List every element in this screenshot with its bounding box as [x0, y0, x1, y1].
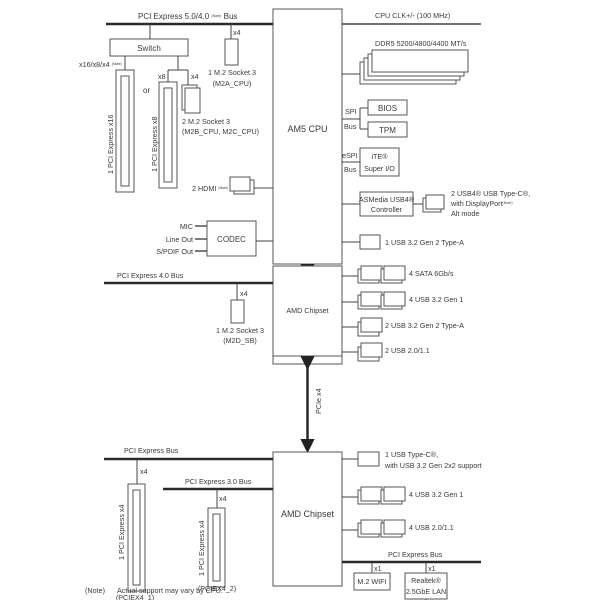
- pciex4-2-name: (PCIEX4_2): [198, 584, 236, 593]
- usb4-line1: 2 USB4® USB Type-C®,: [451, 189, 530, 198]
- chipset-upper-frame: [272, 265, 343, 357]
- m2d-line2: (M2D_SB): [223, 336, 257, 345]
- lan-lanes-label: x1: [428, 564, 436, 573]
- codec-box: [206, 220, 257, 257]
- slot1-lanes-label: x4: [140, 467, 148, 476]
- m2bc-socket: [184, 87, 201, 114]
- chipset-lower-box: [272, 451, 343, 587]
- svg-text:with USB 3.2 Gen 2x2 support: with USB 3.2 Gen 2x2 support: [384, 461, 482, 470]
- codec-label: CODEC: [217, 235, 246, 244]
- lower-port-usb-typec: 1 USB Type-C®, with USB 3.2 Gen 2x2 supp…: [342, 450, 482, 470]
- svg-text:4 USB 3.2 Gen 1: 4 USB 3.2 Gen 1: [409, 490, 463, 499]
- pcie-bus-right-label: PCI Express Bus: [388, 550, 443, 559]
- tpm-label: TPM: [379, 126, 396, 135]
- m2-wifi-box: [353, 572, 391, 591]
- upper-port-sata: 4 SATA 6Gb/s: [342, 265, 454, 284]
- x16-lanes-label: x16/x8/x4 (Note): [79, 60, 122, 69]
- pciex4-1-label: 1 PCI Express x4: [117, 504, 126, 560]
- pcie-x8-label: 1 PCI Express x8: [150, 116, 159, 172]
- svg-text:1 USB Type-C®,: 1 USB Type-C®,: [385, 450, 438, 459]
- superio-line2: Super I/O: [364, 164, 395, 173]
- espi-label: eSPI: [342, 151, 358, 160]
- hdmi-label: 2 HDMI (Note): [192, 184, 228, 193]
- pciex4-2-label: 1 PCI Express x4: [197, 520, 206, 576]
- m2-wifi-label: M.2 WIFI: [357, 577, 386, 586]
- m2d-line1: 1 M.2 Socket 3: [216, 326, 264, 335]
- ddr-label: DDR5 5200/4800/4400 MT/s: [375, 39, 467, 48]
- tpm-box: [367, 121, 408, 138]
- usb-typea-label: 1 USB 3.2 Gen 2 Type-A: [385, 238, 464, 247]
- cpu-box: [272, 8, 343, 265]
- pcie3-bus-label: PCI Express 3.0 Bus: [185, 477, 252, 486]
- usb4-port: [425, 194, 445, 210]
- usb-typea-port: [359, 234, 381, 250]
- wifi-lanes-label: x1: [374, 564, 382, 573]
- realtek-lan-box: [404, 572, 448, 600]
- x8-lanes-label: x8: [158, 72, 166, 81]
- lower-port-usb20: 4 USB 2.0/1.1: [342, 519, 454, 538]
- pcie4-bus-label: PCI Express 4.0 Bus: [117, 271, 184, 280]
- spi-label: SPI: [345, 107, 357, 116]
- or-label: or: [143, 86, 150, 95]
- hdmi-port: [229, 176, 251, 192]
- audio-spdif-out: S/PDIF Out: [156, 247, 193, 256]
- m2bc-line2: (M2B_CPU, M2C_CPU): [182, 127, 259, 136]
- audio-line-out: Line Out: [166, 235, 193, 244]
- svg-text:2 USB 2.0/1.1: 2 USB 2.0/1.1: [385, 346, 430, 355]
- m2bc-line1: 2 M.2 Socket 3: [182, 117, 230, 126]
- audio-mic: MIC: [180, 222, 193, 231]
- m2a-line1: 1 M.2 Socket 3: [208, 68, 256, 77]
- superio-line1: iTE®: [371, 152, 388, 161]
- espi-bus-label: Bus: [344, 165, 357, 174]
- lower-port-usb32-gen1: 4 USB 3.2 Gen 1: [342, 486, 463, 505]
- upper-port-usb32-gen1: 4 USB 3.2 Gen 1: [342, 291, 463, 310]
- slot2-lanes-label: x4: [219, 494, 227, 503]
- svg-text:4 USB 2.0/1.1: 4 USB 2.0/1.1: [409, 523, 454, 532]
- m2bc-lanes-label: x4: [191, 72, 199, 81]
- asmedia-line2: Controller: [371, 205, 403, 214]
- bios-label: BIOS: [378, 104, 397, 113]
- pcie-x16-label: 1 PCI Express x16: [106, 114, 115, 174]
- asmedia-box: [359, 191, 414, 217]
- chipset-chipset-link-label: PCIe x4: [314, 388, 323, 414]
- pcie5-bus-label: PCI Express 5.0/4.0 (Note) Bus: [138, 12, 237, 21]
- chipset-upper-label: AMD Chipset: [286, 306, 328, 315]
- switch-box: [109, 38, 189, 57]
- spi-bus-label: Bus: [344, 122, 357, 131]
- usb4-line2: with DisplayPort(Note): [450, 199, 513, 208]
- switch-label: Switch: [137, 44, 161, 53]
- svg-text:4 SATA 6Gb/s: 4 SATA 6Gb/s: [409, 269, 454, 278]
- m2d-socket: [230, 299, 245, 324]
- chipset-lower-label: AMD Chipset: [281, 509, 335, 519]
- realtek-line1: Realtek®: [411, 576, 441, 585]
- asmedia-line1: ASMedia USB4®: [359, 195, 415, 204]
- m2a-socket: [224, 38, 239, 66]
- m2a-line2: (M2A_CPU): [213, 79, 252, 88]
- superio-box: [359, 147, 400, 177]
- pcie-bus-lower-label: PCI Express Bus: [124, 446, 179, 455]
- cpu-label: AM5 CPU: [287, 124, 327, 134]
- realtek-line2: 2.5GbE LAN: [406, 587, 446, 596]
- svg-text:4 USB 3.2 Gen 1: 4 USB 3.2 Gen 1: [409, 295, 463, 304]
- cpu-clk-label: CPU CLK+/- (100 MHz): [375, 11, 450, 20]
- usb4-line3: Alt mode: [451, 209, 479, 218]
- svg-text:2 USB 3.2 Gen 2 Type-A: 2 USB 3.2 Gen 2 Type-A: [385, 321, 464, 330]
- upper-port-usb20: 2 USB 2.0/1.1: [342, 342, 430, 362]
- m2d-lanes-label: x4: [240, 289, 248, 298]
- m2a-lanes-label: x4: [233, 28, 241, 37]
- ddr-dimm-1: [371, 49, 469, 73]
- pciex4-1-name: (PCIEX4_1): [116, 593, 154, 600]
- upper-port-usb32-gen2-typea: 2 USB 3.2 Gen 2 Type-A: [342, 317, 464, 337]
- bios-box: [367, 99, 408, 116]
